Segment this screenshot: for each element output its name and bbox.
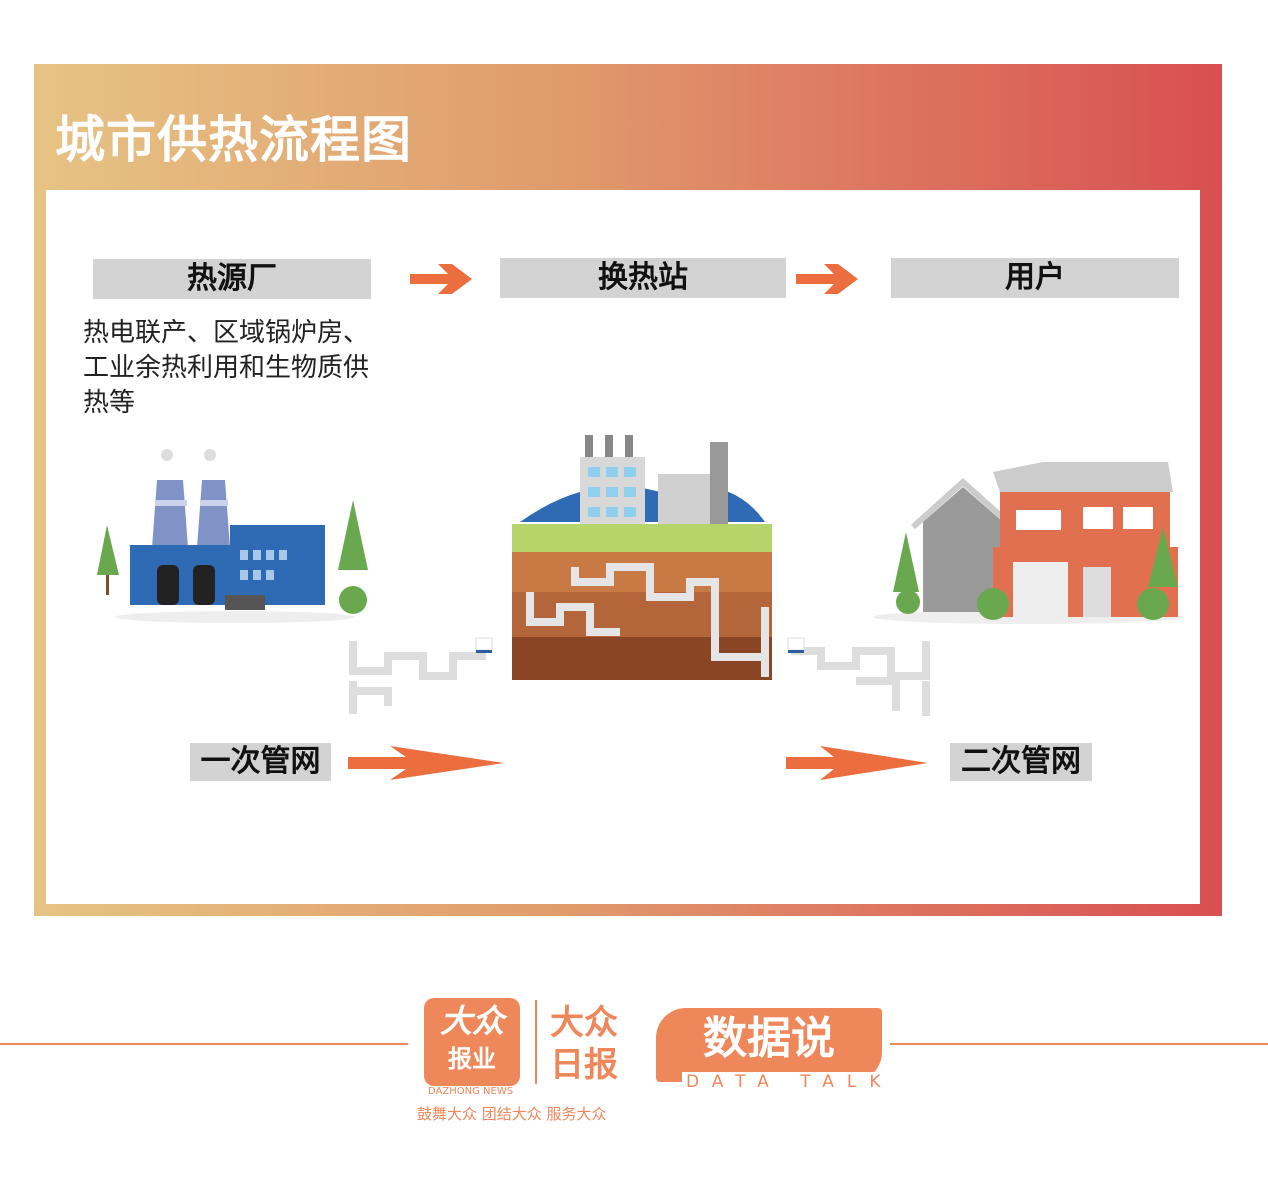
slogan: 鼓舞大众 团结大众 服务大众 (417, 1105, 607, 1123)
secondary-network-label: 二次管网 (950, 743, 1092, 781)
secondary-pipe-illustration (787, 637, 930, 716)
residential-houses-illustration (873, 462, 1183, 624)
data-talk-english: DATA TALK (682, 1072, 898, 1092)
page-title: 城市供热流程图 (55, 111, 412, 169)
long-arrow-right-icon (348, 746, 504, 780)
logo-mark: 大众 (439, 1002, 504, 1040)
logo-english: DAZHONG NEWS (428, 1086, 514, 1097)
heat-source-description: 热电联产、区域锅炉房、工业余热利用和生物质供热等 (83, 318, 370, 418)
heat-plant-illustration (97, 449, 368, 623)
stage-heat-source: 热源厂 (93, 259, 371, 299)
stage-heat-exchange-station: 换热站 (500, 258, 786, 298)
dazhong-logo: 大众 报业 (424, 998, 520, 1086)
stage-user: 用户 (891, 258, 1179, 298)
footer-divider (0, 1043, 408, 1045)
newspaper-name: 大众日报 (550, 1003, 618, 1085)
logo-separator (535, 1000, 537, 1084)
footer-divider (890, 1043, 1268, 1045)
logo-text: 报业 (448, 1045, 496, 1073)
arrow-right-icon (410, 264, 472, 294)
primary-network-label: 一次管网 (190, 743, 331, 781)
heat-exchange-station-illustration (512, 435, 772, 680)
primary-pipe-illustration (349, 637, 493, 714)
arrow-right-icon (796, 264, 858, 294)
long-arrow-right-icon (786, 746, 928, 780)
data-talk-brand: 数据说 (656, 1008, 882, 1082)
